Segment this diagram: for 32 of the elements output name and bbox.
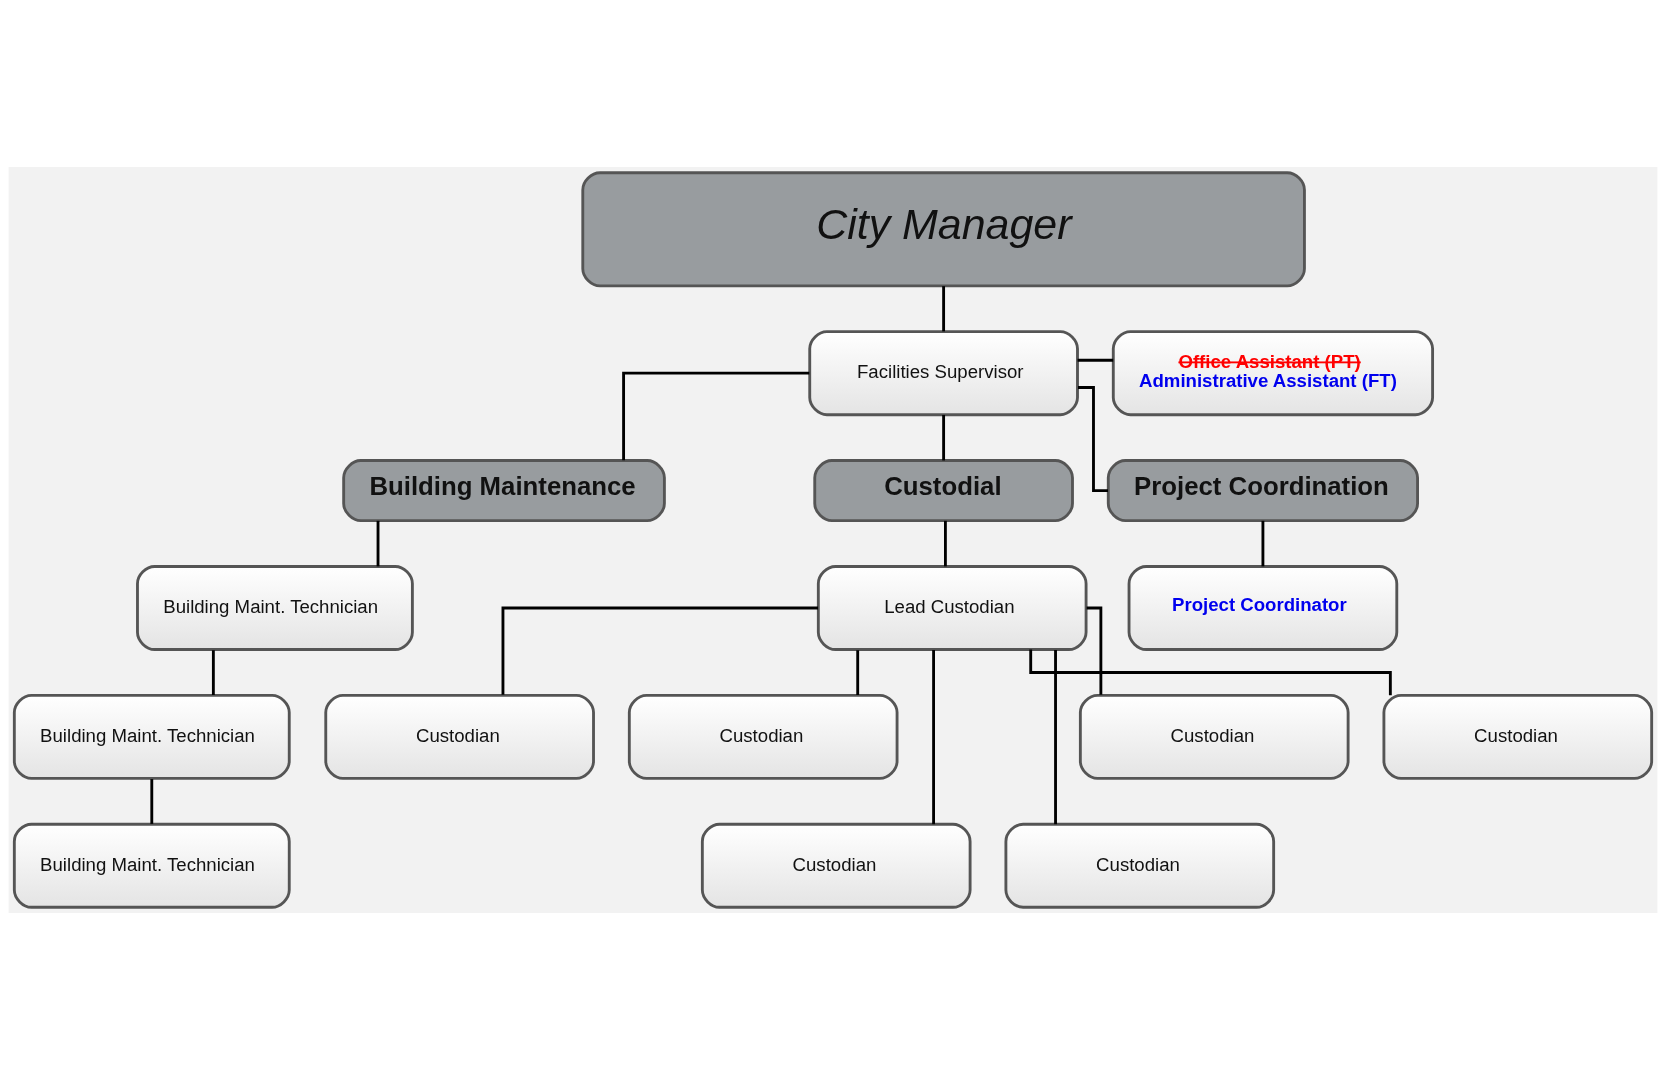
connector [376,520,380,567]
connector [622,371,810,461]
node-box: Custodial [813,459,1074,523]
connector [1077,358,1114,362]
node-box: Custodian [1078,693,1350,780]
node-box: Custodian [324,693,595,780]
node-box: Building Maintenance [342,459,666,523]
connector [1078,386,1108,493]
node-box: Building Maint. Technician [12,822,291,909]
connector [856,650,860,696]
connector [1261,520,1265,567]
connector [211,650,215,696]
connector [150,779,154,824]
connector [942,286,946,332]
node-box: Custodian [700,822,972,909]
node-box: Building Maint. Technician [136,565,414,651]
node-box: Custodian [1382,693,1654,780]
connector [1054,650,1057,825]
node-box: Lead Custodian [816,565,1088,651]
node-box: Building Maint. Technician [12,693,291,780]
node-box: Facilities Supervisor [808,330,1079,417]
node-box: City Manager [581,171,1306,288]
connector [943,520,947,567]
connector [942,414,946,461]
connector [932,650,935,825]
node-box: Custodian [627,693,899,780]
connector [501,606,818,695]
connector [1086,606,1103,695]
node-box: Office Assistant (PT) Administrative Assistant (FT) [1111,330,1434,417]
node-box: Custodian [1004,822,1276,909]
node-box: Project Coordinator [1127,565,1399,651]
node-box: Project Coordination [1106,459,1419,523]
